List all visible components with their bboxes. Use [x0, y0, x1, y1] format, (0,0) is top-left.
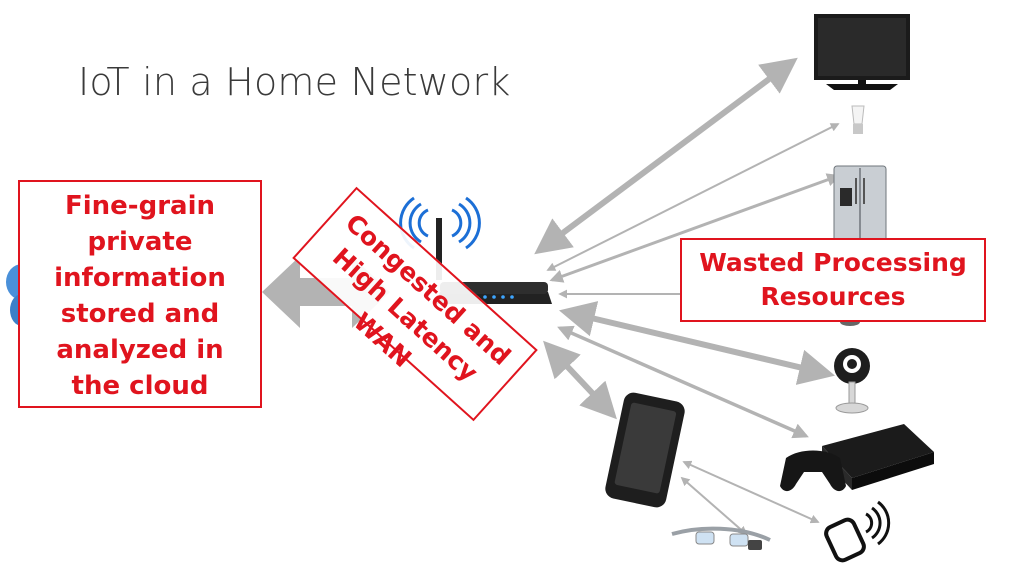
link-fridge	[549, 173, 841, 283]
gamepad-icon	[780, 450, 846, 492]
link-tv	[534, 57, 798, 255]
security-camera-icon	[834, 348, 870, 414]
link-phone	[543, 340, 617, 420]
smart-glasses-icon	[671, 526, 771, 550]
tv-icon	[814, 14, 910, 90]
link-phone-watch	[682, 460, 820, 524]
wasted-resources-callout: Wasted Processing Resources	[680, 238, 986, 322]
cloud-privacy-callout: Fine-grain private information stored an…	[18, 180, 262, 408]
smartphone-icon	[605, 392, 685, 508]
light-bulb-icon	[851, 105, 865, 134]
smartwatch-icon	[824, 500, 891, 563]
slide-title: IoT in a Home Network	[78, 60, 511, 104]
refrigerator-icon	[833, 165, 887, 243]
